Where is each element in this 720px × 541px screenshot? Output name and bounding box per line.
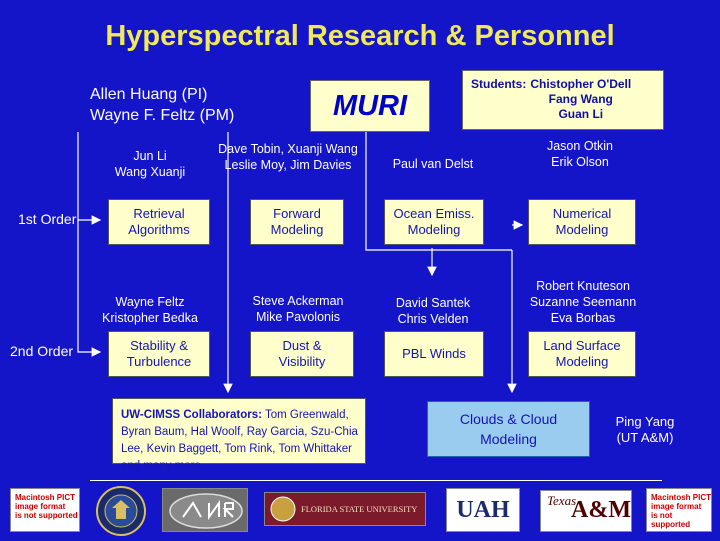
students-names: Chistopher O'Dell Fang Wang Guan Li — [530, 77, 631, 122]
pict-text: is not supported — [651, 511, 691, 529]
person-name: Eva Borbas — [550, 311, 616, 325]
person-name: Steve Ackerman — [252, 294, 344, 308]
person-name: Chris Velden — [397, 312, 469, 326]
box-line: Turbulence — [126, 354, 192, 369]
box-line: Land Surface — [543, 338, 621, 353]
tamu-am-text: A&M — [571, 497, 631, 523]
person-name: Leslie Moy, Jim Davies — [224, 158, 352, 172]
pm-name: Wayne F. Feltz (PM) — [90, 107, 235, 124]
pbl-winds-box: PBL Winds — [384, 331, 484, 377]
collaborators-box: UW-CIMSS Collaborators: Tom Greenwald, B… — [112, 398, 366, 472]
personnel-col3-mid: David Santek Chris Velden — [382, 295, 484, 327]
onr-logo — [162, 488, 248, 532]
connector-muri-right — [365, 130, 512, 251]
pict-text: image format — [15, 502, 66, 511]
pict-text: Macintosh PICT — [651, 493, 712, 502]
box-line: Forward — [273, 206, 321, 221]
pi-name: Allen Huang (PI) — [90, 86, 208, 103]
student-name: Fang Wang — [548, 92, 613, 106]
student-name: Chistopher O'Dell — [530, 77, 632, 91]
person-name: Wayne Feltz — [115, 295, 185, 309]
person-name: Kristopher Bedka — [102, 311, 198, 325]
pict-text: is not supported — [15, 511, 78, 520]
personnel-col1-mid: Wayne Feltz Kristopher Bedka — [86, 294, 214, 326]
box-line: Visibility — [278, 354, 326, 369]
fsu-wordmark: FLORIDA STATE UNIVERSITY — [301, 504, 418, 514]
personnel-col1-top: Jun Li Wang Xuanji — [100, 148, 200, 180]
person-name: Erik Olson — [551, 155, 609, 169]
personnel-col2-mid: Steve Ackerman Mike Pavolonis — [238, 293, 358, 325]
dust-visibility-box: Dust &Visibility — [250, 331, 354, 377]
person-name: Wang Xuanji — [114, 165, 186, 179]
navy-seal-icon — [96, 486, 146, 536]
ocean-emiss-modeling-box: Ocean Emiss.Modeling — [384, 199, 484, 245]
box-line: Modeling — [555, 222, 609, 237]
uah-wordmark: UAH — [456, 496, 510, 523]
collaborators-label: UW-CIMSS Collaborators: — [121, 409, 262, 421]
divider-line — [90, 480, 662, 481]
muri-box: MURI — [310, 80, 430, 132]
personnel-col4-mid: Robert Knuteson Suzanne Seemann Eva Borb… — [516, 278, 650, 326]
personnel-col2-top: Dave Tobin, Xuanji Wang Leslie Moy, Jim … — [198, 141, 378, 173]
pi-block: Allen Huang (PI) Wayne F. Feltz (PM) — [90, 84, 234, 126]
person-name: Suzanne Seemann — [529, 295, 637, 309]
person-name: Jun Li — [133, 149, 167, 163]
personnel-col3-top: Paul van Delst — [392, 157, 474, 171]
ping-yang-label: Ping Yang (UT A&M) — [600, 414, 690, 446]
person-name: Dave Tobin, Xuanji Wang — [218, 142, 358, 156]
person-name: Jason Otkin — [546, 139, 613, 153]
connector-pi-1st-order — [77, 132, 102, 225]
person-name: Mike Pavolonis — [255, 310, 341, 324]
fsu-logo: FLORIDA STATE UNIVERSITY — [264, 492, 426, 526]
onr-logo-icon — [169, 493, 243, 529]
box-line: Modeling — [555, 354, 609, 369]
box-line: Ocean Emiss. — [393, 206, 475, 221]
box-line: Numerical — [552, 206, 612, 221]
texas-am-logo: Texas A&M — [540, 490, 632, 532]
pict-placeholder-left: Macintosh PICT image format is not suppo… — [10, 488, 80, 532]
box-line: Retrieval — [133, 206, 185, 221]
student-name: Guan Li — [558, 107, 604, 121]
person-name: David Santek — [395, 296, 471, 310]
box-line: Algorithms — [128, 222, 190, 237]
connector-pi-2nd-order — [77, 220, 102, 357]
person-affiliation: (UT A&M) — [616, 430, 674, 445]
uah-logo: UAH — [446, 488, 520, 532]
box-line: Modeling — [407, 222, 461, 237]
person-name: Ping Yang — [615, 414, 675, 429]
navy-seal-logo — [96, 486, 146, 536]
box-line: Dust & — [282, 338, 322, 353]
students-box: Students: Chistopher O'Dell Fang Wang Gu… — [462, 70, 664, 130]
pict-placeholder-right: Macintosh PICT image format is not suppo… — [646, 488, 712, 532]
person-name: Robert Knuteson — [536, 279, 630, 293]
tamu-texas-text: Texas — [547, 493, 577, 508]
fsu-seal-icon — [270, 496, 296, 522]
stability-turbulence-box: Stability &Turbulence — [108, 331, 210, 377]
pict-text: Macintosh PICT — [15, 493, 76, 502]
students-label: Students: — [471, 77, 527, 91]
personnel-col4-top: Jason Otkin Erik Olson — [532, 138, 628, 170]
box-line: Modeling — [270, 222, 324, 237]
second-order-label: 2nd Order — [10, 343, 74, 359]
box-line: Stability & — [130, 338, 188, 353]
first-order-label: 1st Order — [18, 211, 77, 227]
slide-title: Hyperspectral Research & Personnel — [105, 20, 615, 52]
box-line: Clouds & Cloud — [459, 411, 558, 427]
pict-text: image format — [651, 502, 702, 511]
collaborators-names: Tom Greenwald, Byran Baum, Hal Woolf, Ra… — [121, 409, 358, 472]
box-line: Modeling — [480, 431, 537, 447]
